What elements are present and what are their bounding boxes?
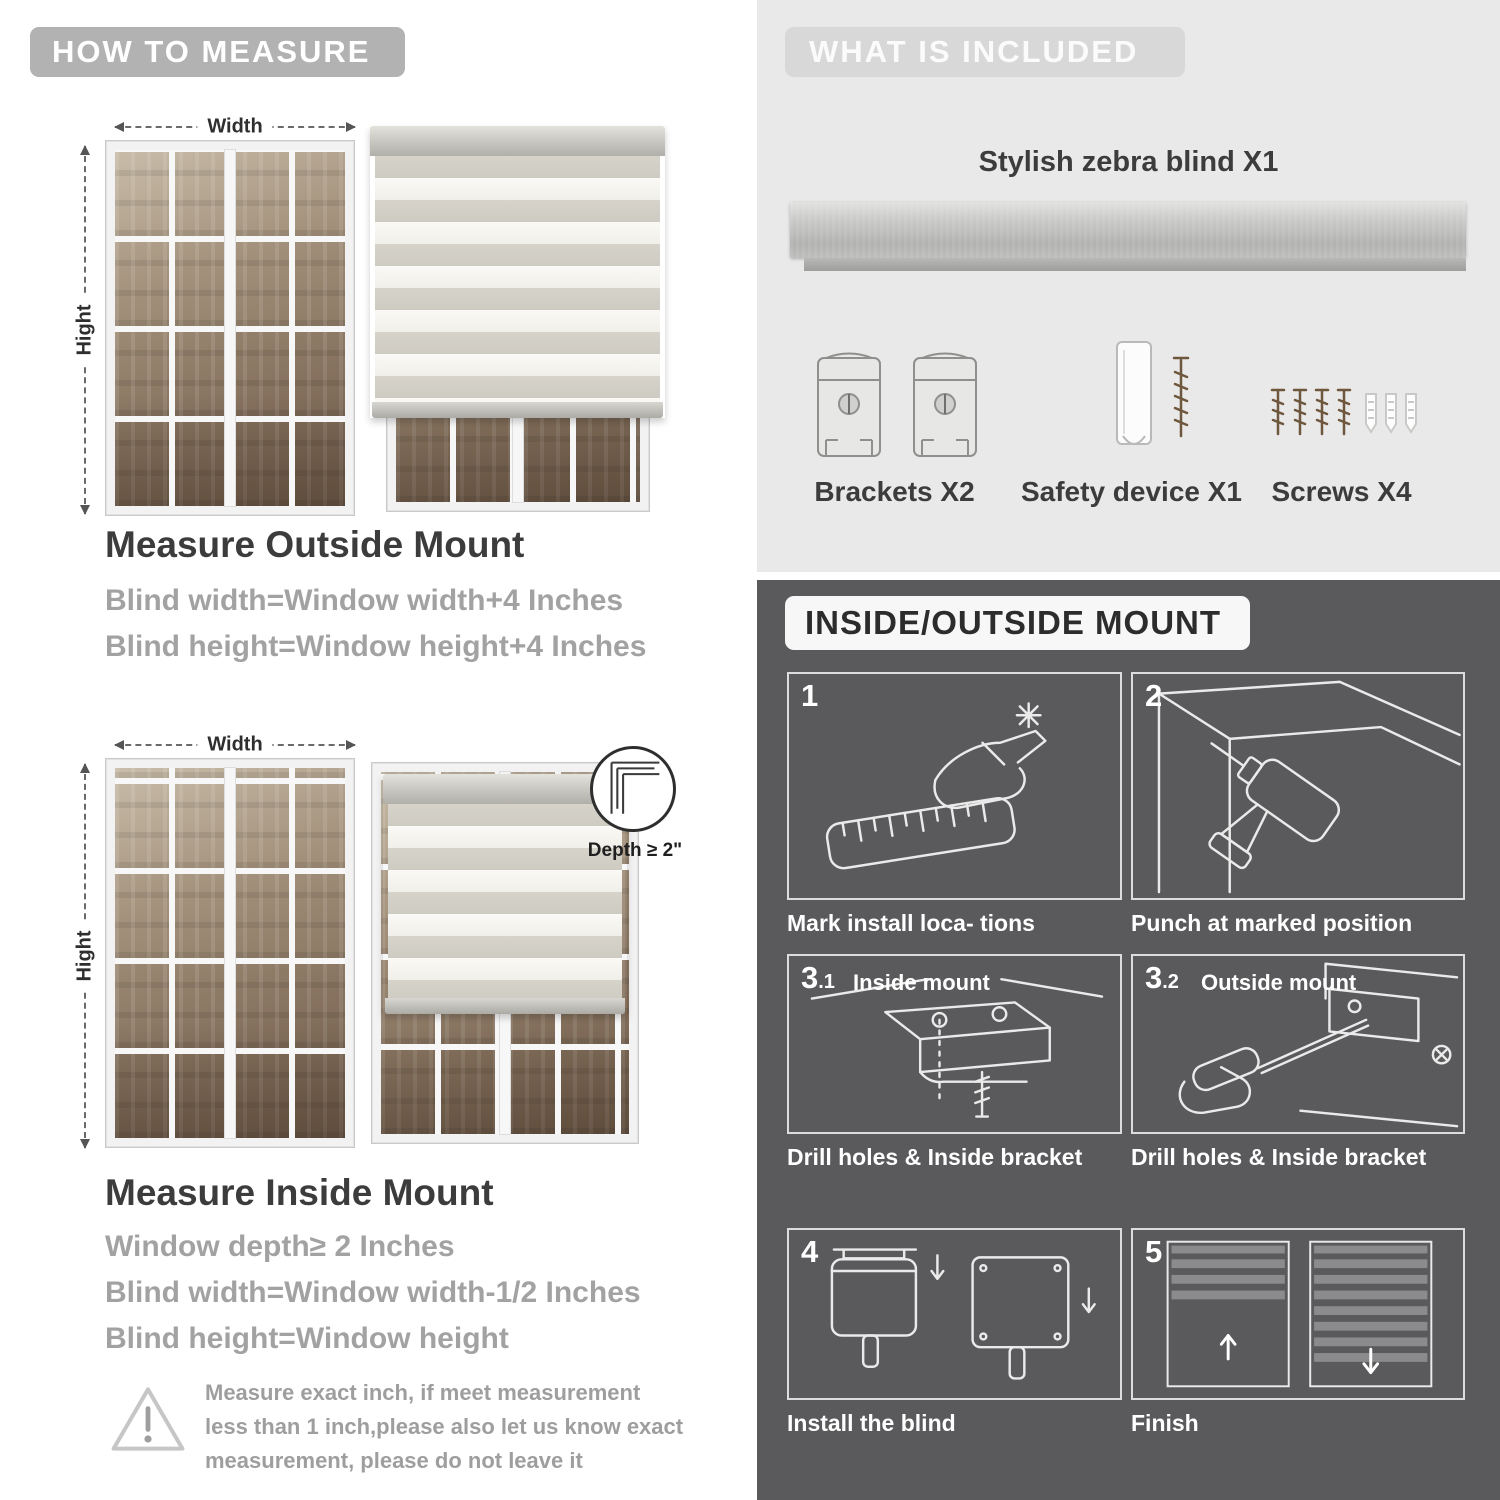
step-inner-label: Inside mount bbox=[853, 970, 990, 995]
zebra-blind-illustration bbox=[383, 774, 627, 1014]
width-label: Width bbox=[197, 733, 273, 757]
step-3-1-panel: 3.1 Inside mount bbox=[787, 954, 1122, 1134]
step-1-panel: 1 bbox=[787, 672, 1122, 900]
zebra-blind-headrail bbox=[790, 202, 1466, 271]
outside-mount-title: Measure Outside Mount bbox=[105, 524, 525, 565]
window-glass bbox=[115, 150, 345, 506]
what-is-included-section: WHAT IS INCLUDED Stylish zebra blind X1 bbox=[757, 0, 1500, 572]
inside-mount-rule: Blind height=Window height bbox=[105, 1322, 509, 1355]
step-3-2-panel: 3.2 Outside mount bbox=[1131, 954, 1465, 1134]
inside-mount-rule: Window depth≥ 2 Inches bbox=[105, 1230, 455, 1263]
step-5-caption: Finish bbox=[1131, 1410, 1199, 1436]
blind-stripes bbox=[375, 156, 660, 402]
step-number: 5 bbox=[1145, 1234, 1163, 1269]
window-glass bbox=[115, 768, 345, 1138]
blind-on-window-illustration bbox=[365, 754, 645, 1150]
step-3-1-illustration bbox=[810, 978, 1104, 1118]
blind-cassette bbox=[370, 126, 665, 156]
step-4-illustration bbox=[830, 1248, 1096, 1380]
height-arrow: Hight bbox=[73, 145, 97, 515]
warning-triangle-icon bbox=[111, 1387, 185, 1451]
blind-cassette bbox=[383, 774, 627, 804]
step-3-2-caption: Drill holes & Inside bracket bbox=[1131, 1144, 1427, 1170]
height-arrow: Hight bbox=[73, 763, 97, 1149]
height-label: Hight bbox=[73, 920, 97, 992]
depth-note: Depth ≥ 2" bbox=[587, 840, 683, 861]
mount-header: INSIDE/OUTSIDE MOUNT bbox=[785, 596, 1250, 650]
height-label: Hight bbox=[73, 294, 97, 366]
step-number: 4 bbox=[801, 1234, 819, 1269]
step-number: 2 bbox=[1145, 678, 1163, 713]
step-2-caption: Punch at marked position bbox=[1131, 910, 1413, 936]
inside-mount-title: Measure Inside Mount bbox=[105, 1172, 494, 1213]
what-is-included-header: WHAT IS INCLUDED bbox=[785, 27, 1185, 77]
step-5-panel: 5 bbox=[1131, 1228, 1465, 1400]
width-arrow: Width bbox=[114, 115, 356, 139]
how-to-measure-header: HOW TO MEASURE bbox=[30, 27, 405, 77]
outside-mount-diagram: Width Hight bbox=[70, 110, 695, 522]
blind-stripes bbox=[388, 804, 622, 998]
blind-bottom-rail bbox=[372, 402, 663, 418]
how-to-measure-section: HOW TO MEASURE Width Hight bbox=[30, 27, 695, 1474]
step-2-illustration bbox=[1157, 680, 1461, 894]
step-2-panel: 2 bbox=[1131, 672, 1465, 900]
step-4-caption: Install the blind bbox=[787, 1410, 956, 1436]
window-corner-detail-icon bbox=[610, 761, 660, 814]
step-number: 1 bbox=[801, 678, 819, 713]
step-inner-label: Outside mount bbox=[1201, 970, 1357, 995]
brackets-icon bbox=[817, 352, 977, 457]
zebra-blind-illustration bbox=[370, 126, 665, 418]
width-label: Width bbox=[197, 115, 273, 139]
window-illustration bbox=[105, 140, 355, 516]
depth-detail-callout bbox=[590, 746, 676, 832]
measure-warning-text: Measure exact inch, if meet measurement … bbox=[205, 1380, 684, 1474]
safety-device-icon bbox=[1116, 341, 1190, 445]
width-arrow: Width bbox=[114, 733, 356, 757]
inside-mount-diagram: Width Hight bbox=[70, 728, 695, 1156]
blind-item-label: Stylish zebra blind X1 bbox=[978, 146, 1279, 178]
mount-instructions-section: INSIDE/OUTSIDE MOUNT 1 bbox=[757, 580, 1500, 1500]
step-3-2-illustration bbox=[1178, 962, 1459, 1128]
step-1-illustration bbox=[825, 702, 1047, 870]
step-5-illustration bbox=[1166, 1240, 1433, 1388]
step-1-caption: Mark install loca- tions bbox=[787, 910, 1035, 936]
step-number: 3.2 bbox=[1145, 960, 1179, 995]
step-3-1-caption: Drill holes & Inside bracket bbox=[787, 1144, 1083, 1170]
outside-mount-rule: Blind width=Window width+4 Inches bbox=[105, 584, 624, 617]
safety-device-label: Safety device X1 bbox=[1020, 476, 1243, 507]
outside-mount-rule: Blind height=Window height+4 Inches bbox=[105, 630, 647, 663]
screws-icon bbox=[1270, 388, 1417, 436]
brackets-label: Brackets X2 bbox=[814, 476, 975, 507]
screws-label: Screws X4 bbox=[1271, 476, 1412, 507]
blind-on-window-illustration bbox=[370, 126, 665, 518]
step-4-panel: 4 bbox=[787, 1228, 1122, 1400]
step-number: 3.1 bbox=[801, 960, 835, 995]
window-illustration bbox=[105, 758, 355, 1148]
blind-bottom-rail bbox=[385, 998, 625, 1014]
inside-mount-rule: Blind width=Window width-1/2 Inches bbox=[105, 1276, 641, 1309]
